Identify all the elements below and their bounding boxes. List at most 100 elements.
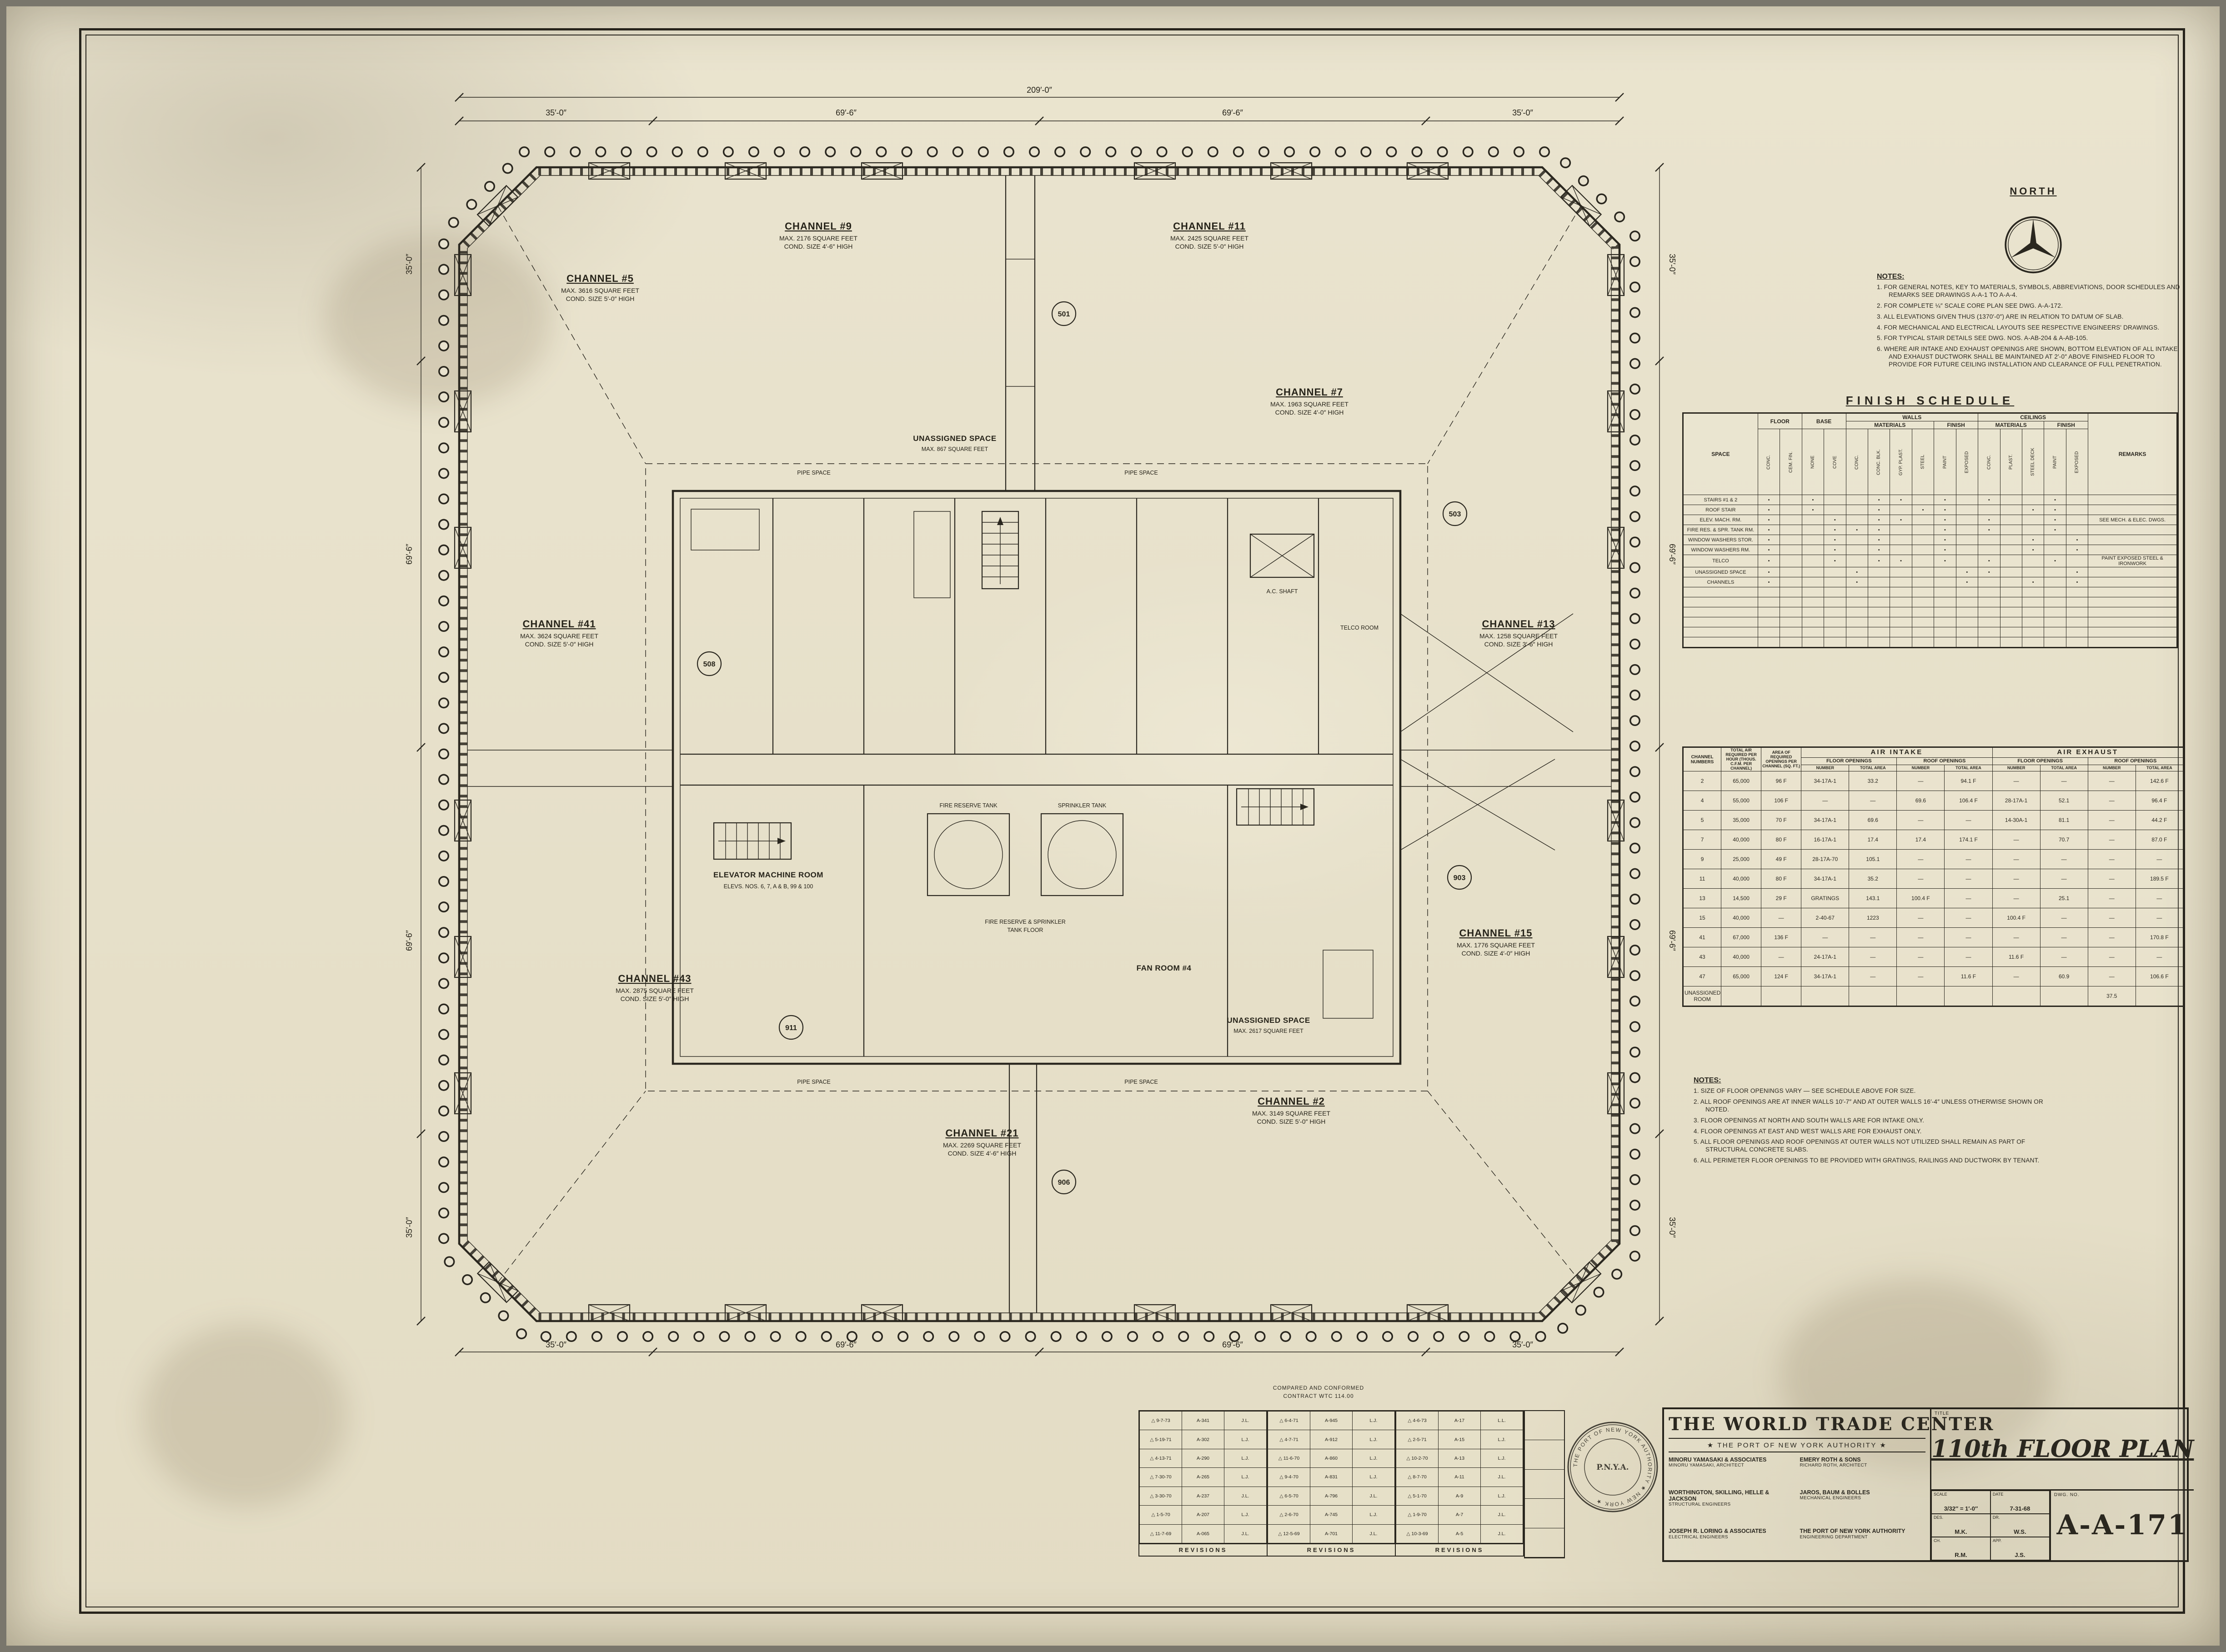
designed-value: M.K.: [1955, 1528, 1967, 1535]
table-cell: [2021, 525, 2045, 535]
table-cell: [1934, 587, 1956, 597]
note-item: 5. ALL FLOOR OPENINGS AND ROOF OPENINGS …: [1694, 1138, 2025, 1153]
table-cell: [1867, 567, 1890, 577]
table-cell: ROOF STAIR: [1683, 505, 1758, 515]
column-header: MATERIALS: [1845, 421, 1935, 429]
dimension-label: 35′-0″: [405, 253, 414, 274]
table-cell: [2044, 577, 2066, 587]
svg-text:CHANNEL #43: CHANNEL #43: [618, 973, 692, 984]
table-cell: L.J.: [1352, 1467, 1395, 1487]
table-cell: [1890, 617, 1912, 627]
table-cell: 5: [1682, 810, 1722, 831]
table-cell: A-207: [1182, 1505, 1224, 1525]
scale-field: SCALE 3/32″ = 1′-0″: [1931, 1490, 1990, 1514]
table-cell: [1867, 627, 1890, 637]
conformance-caption: COMPARED AND CONFORMED CONTRACT WTC 114.…: [1191, 1384, 1446, 1400]
table-cell: [1978, 545, 2000, 555]
table-cell: •: [1955, 577, 1979, 587]
dimension-lines-right: 35′-0″ 69′-6″ 69′-6″ 35′-0″: [1654, 162, 1677, 1326]
table-cell: [2044, 607, 2066, 617]
table-cell: [1801, 555, 1825, 567]
table-cell: [1896, 986, 1945, 1007]
table-cell: —: [2040, 908, 2088, 928]
table-cell: [1955, 617, 1979, 627]
table-cell: 15: [1682, 908, 1722, 928]
table-cell: •: [1845, 567, 1868, 577]
column-header: TOTAL AREA: [1944, 765, 1993, 772]
table-cell: [1978, 627, 2000, 637]
column-header: NUMBER: [2087, 765, 2136, 772]
table-cell: [2021, 567, 2045, 577]
table-cell: [2000, 555, 2022, 567]
table-cell: 40,000: [1721, 947, 1762, 967]
table-cell: [1801, 627, 1825, 637]
table-cell: L.L.: [1480, 1411, 1523, 1431]
table-cell: [1845, 555, 1868, 567]
table-cell: 25,000: [1721, 849, 1762, 870]
drawing-sheet: 209′-0″ 35′-0″ 69′-6″ 69′-6″ 35′-0″ 35′-…: [6, 6, 2220, 1646]
table-cell: [1890, 637, 1912, 648]
drawing-number: A-A-171: [2056, 1509, 2188, 1542]
room-label-telco: TELCO ROOM: [1340, 625, 1379, 631]
room-label-unassigned: UNASSIGNED SPACE: [913, 434, 996, 443]
table-cell: [1824, 587, 1846, 597]
table-cell: [2135, 986, 2184, 1007]
table-cell: △ 6-4-71: [1268, 1411, 1310, 1431]
table-cell: •: [1845, 525, 1868, 535]
credit-role: RICHARD ROTH, ARCHITECT: [1800, 1463, 1867, 1468]
table-cell: [2088, 607, 2177, 617]
approved-field: APP. J.S.: [1990, 1537, 2050, 1560]
table-cell: 11: [1682, 869, 1722, 889]
table-cell: [2088, 577, 2177, 587]
table-cell: •: [1867, 505, 1890, 515]
column-header: BASE: [1801, 413, 1846, 429]
table-cell: [1867, 617, 1890, 627]
checked-label: CH.: [1934, 1538, 1941, 1543]
svg-text:906: 906: [1058, 1179, 1070, 1186]
table-cell: A-831: [1310, 1467, 1353, 1487]
note-item: 5. FOR TYPICAL STAIR DETAILS SEE DWG. NO…: [1877, 335, 2088, 342]
table-cell: 143.1: [1849, 888, 1897, 909]
svg-text:CHANNEL #2: CHANNEL #2: [1258, 1096, 1325, 1107]
table-cell: L.J.: [1224, 1430, 1267, 1449]
table-cell: [1934, 607, 1956, 617]
table-cell: [2088, 525, 2177, 535]
table-cell: △ 5-19-71: [1139, 1430, 1182, 1449]
table-cell: [1978, 597, 2000, 607]
table-cell: 11.6 F: [1992, 947, 2040, 967]
table-cell: [1978, 587, 2000, 597]
table-cell: •: [1867, 495, 1890, 505]
column-header: NUMBER: [1801, 765, 1850, 772]
table-cell: •: [1845, 577, 1868, 587]
svg-text:COND. SIZE 4′-6″ HIGH: COND. SIZE 4′-6″ HIGH: [948, 1150, 1017, 1157]
table-cell: [2044, 637, 2066, 648]
authority-seal: THE PORT OF NEW YORK AUTHORITY ★ NEW YOR…: [1567, 1422, 1658, 1512]
table-cell: △ 11-6-70: [1268, 1448, 1310, 1468]
scale-label: SCALE: [1934, 1492, 1947, 1497]
table-cell: —: [2087, 830, 2136, 850]
table-cell: [2000, 567, 2022, 577]
table-cell: △ 1-9-70: [1396, 1505, 1439, 1525]
table-cell: FIRE RES. & SPR. TANK RM.: [1683, 525, 1758, 535]
table-cell: •: [1867, 555, 1890, 567]
column-header: FLOOR OPENINGS: [1992, 757, 2088, 766]
table-cell: [1845, 545, 1868, 555]
table-cell: [2000, 627, 2022, 637]
table-cell: TELCO: [1683, 555, 1758, 567]
table-cell: —: [1849, 791, 1897, 811]
table-cell: —: [1944, 810, 1993, 831]
credit-name: EMERY ROTH & SONS: [1800, 1457, 1861, 1463]
dimension-label: 69′-6″: [405, 543, 414, 564]
credit-name: JAROS, BAUM & BOLLES: [1800, 1489, 1870, 1496]
material-column: PAINT: [2044, 429, 2066, 495]
table-cell: —: [1896, 869, 1945, 889]
table-cell: 14-30A-1: [1992, 810, 2040, 831]
table-cell: [1780, 545, 1802, 555]
svg-text:CHANNEL #7: CHANNEL #7: [1276, 386, 1343, 398]
table-cell: [1801, 986, 1850, 1007]
table-cell: [1780, 607, 1802, 617]
